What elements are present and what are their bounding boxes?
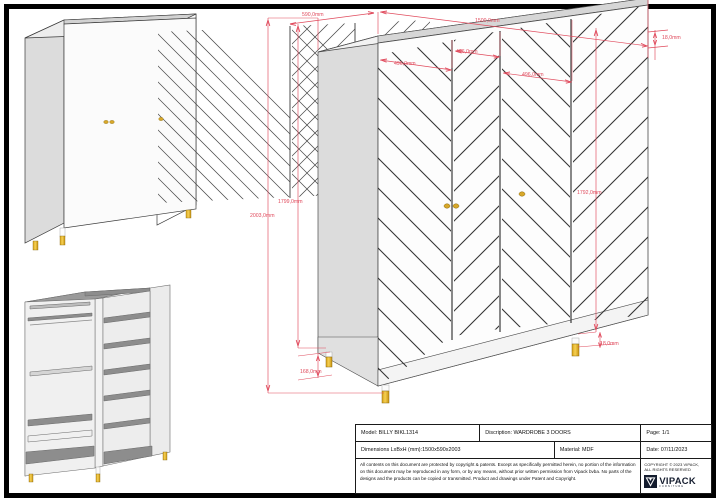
dimensions-cell: Dimensions LxBxH (mm):1500x590x2003: [356, 442, 555, 458]
dim-door-3: 496,0mm: [522, 72, 544, 78]
legs-front-iso: [32, 209, 192, 251]
title-block: Model: BILLY BIKL1314 Discription: WARDR…: [355, 424, 712, 494]
dimension-lines: [265, 0, 669, 394]
dim-leg-height: 168,0mm: [300, 369, 322, 375]
view-front-isometric: [24, 13, 197, 244]
legs-interior-iso: [28, 451, 168, 483]
brand-wordmark: VIPACK FURNITURE: [659, 474, 696, 489]
door-handles-main: [443, 191, 526, 209]
copyright-line-2: ALL RIGHTS RESERVED: [644, 466, 691, 472]
description-cell: Discription: WARDROBE 3 DOORS: [480, 425, 642, 441]
copyright-line-1: COPYRIGHT © 2023 VIPACK,: [644, 461, 700, 467]
dim-width: 1500,0mm: [475, 18, 500, 24]
view-main-dimensioned: [317, 0, 649, 387]
page-border: [4, 4, 716, 498]
brand-cell: COPYRIGHT © 2023 VIPACK, ALL RIGHTS RESE…: [641, 459, 711, 493]
door-handles-front-iso: [103, 117, 164, 124]
model-cell: Model: BILLY BIKL1314: [356, 425, 481, 441]
dim-top-panel: 18,0mm: [662, 35, 681, 41]
dim-total-height: 2003,0mm: [250, 213, 275, 219]
view-interior-isometric: [24, 284, 171, 477]
dim-door-height: 1792,0mm: [577, 190, 602, 196]
title-block-row-2: Dimensions LxBxH (mm):1500x590x2003 Mate…: [356, 442, 711, 459]
title-block-row-1: Model: BILLY BIKL1314 Discription: WARDR…: [356, 425, 711, 442]
v-glyph-icon: [645, 477, 656, 488]
title-block-row-3: All contents on this document are protec…: [356, 459, 711, 493]
brand-subtitle: FURNITURE: [659, 484, 685, 488]
brand-name: VIPACK: [659, 474, 696, 486]
dim-bottom-panel: 18,0mm: [600, 341, 619, 347]
dim-door-2: 496,0mm: [456, 49, 478, 55]
page-cell: Page: 1/1: [646, 430, 670, 436]
vipack-logo: VIPACK FURNITURE: [644, 474, 708, 489]
vipack-mark-icon: [644, 475, 658, 489]
dim-depth: 590,0mm: [302, 12, 324, 18]
material-cell: Material: MDF: [555, 442, 642, 458]
dim-body-height: 1799,0mm: [278, 199, 303, 205]
dim-door-1: 496,0mm: [394, 61, 416, 67]
date-cell: Date: 07/11/2023: [646, 447, 688, 453]
legal-notice: All contents on this document are protec…: [356, 459, 642, 493]
